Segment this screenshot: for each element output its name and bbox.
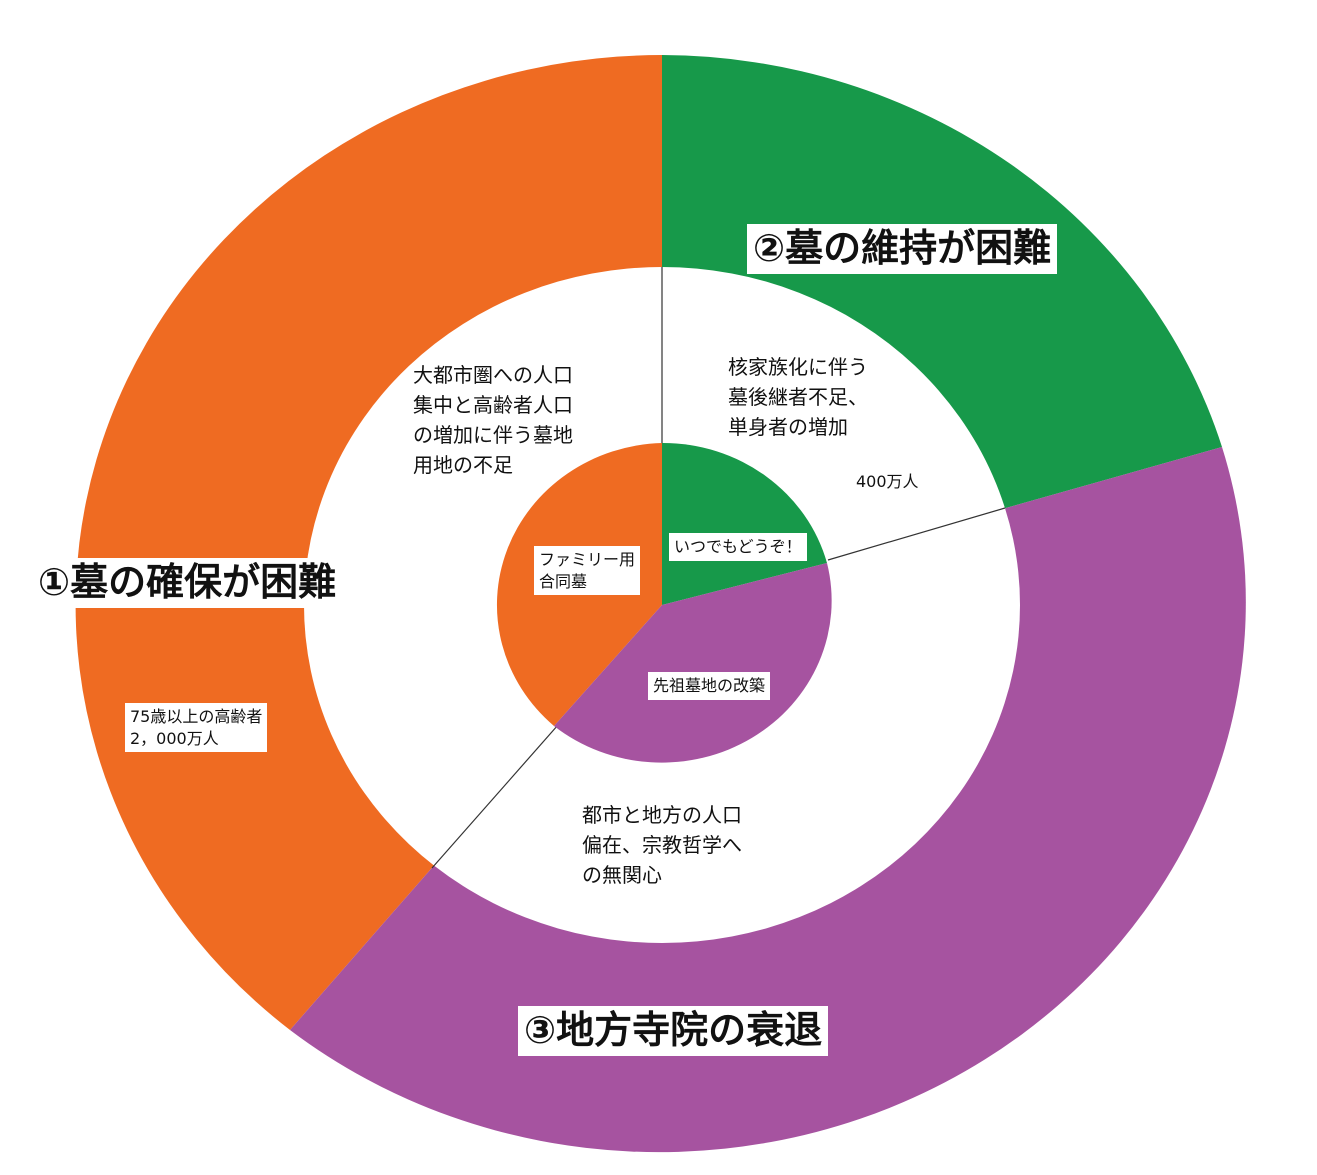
middle-label-urban-shortage: 大都市圏への人口 集中と高齢者人口 の増加に伴う墓地 用地の不足: [413, 363, 573, 477]
outer-label-grave-acquisition: ①墓の確保が困難: [32, 558, 343, 608]
middle-label-successor-shortage: 核家族化に伴う 墓後継者不足、 単身者の増加: [728, 355, 868, 439]
inner-sector-green: [662, 442, 827, 605]
inner-sector-purple: [554, 563, 832, 763]
outer-label-grave-maintenance: ②墓の維持が困難: [747, 224, 1058, 274]
divider-line-lower-left: [431, 724, 559, 869]
inner-label-anytime-welcome: いつでもどうぞ！: [669, 533, 807, 561]
middle-label-count-4m: 400万人: [856, 472, 919, 491]
middle-label-regional-imbalance: 都市と地方の人口 偏在、宗教哲学へ の無関心: [582, 803, 742, 887]
inner-label-ancestral-grave-renovation: 先祖墓地の改築: [648, 672, 771, 700]
outer-label-temple-decline: ③地方寺院の衰退: [518, 1006, 829, 1056]
inner-label-family-joint-grave: ファミリー用 合同墓: [534, 546, 641, 596]
divider-line-right: [827, 507, 1006, 561]
elderly-count-box: 75歳以上の高齢者 2，000万人: [125, 703, 268, 753]
